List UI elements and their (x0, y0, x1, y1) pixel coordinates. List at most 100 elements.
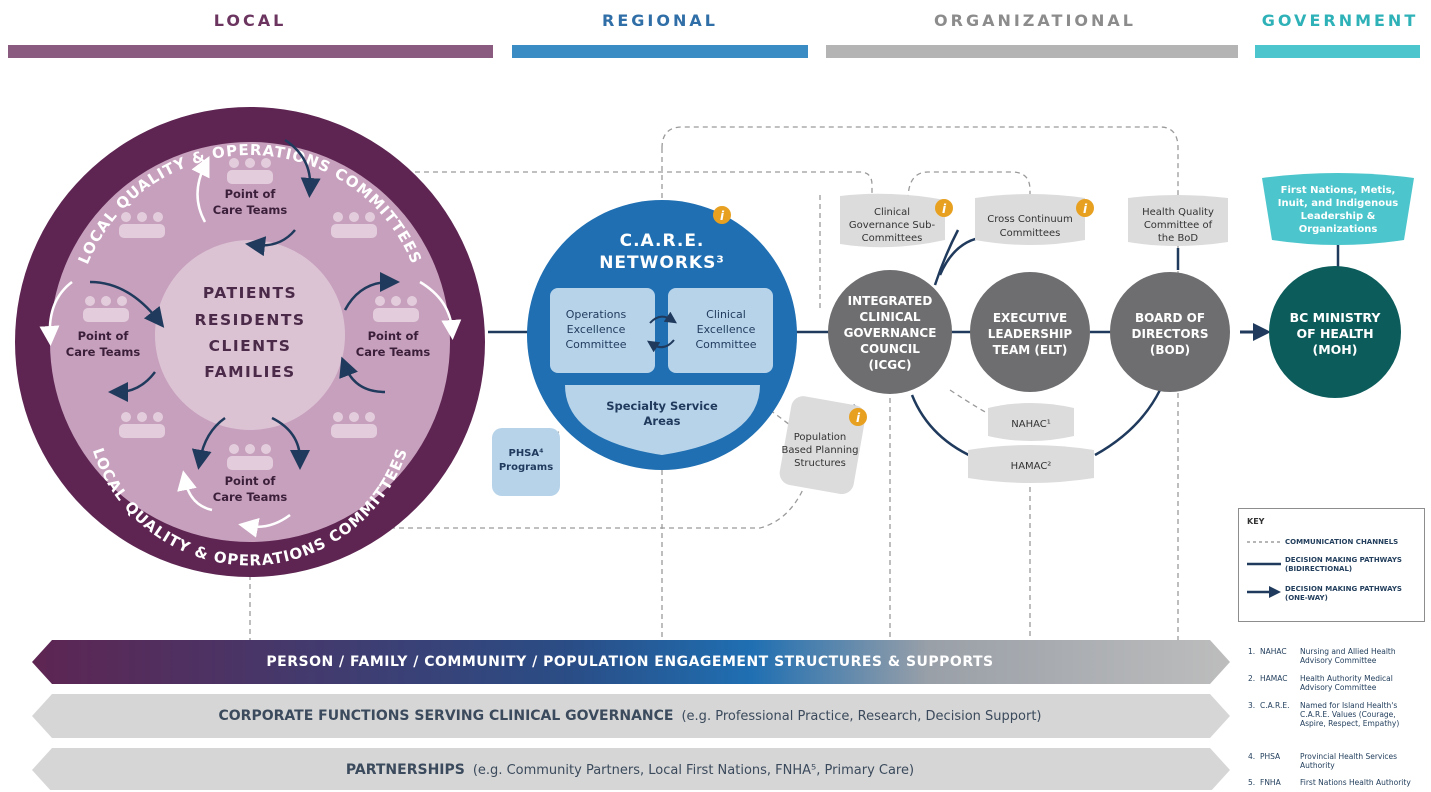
svg-text:Care Teams: Care Teams (213, 203, 288, 217)
key-oneway-2: (ONE-WAY) (1285, 594, 1328, 602)
fn-label-2: Inuit, and Indigenous (1278, 198, 1398, 209)
elt-label-2: LEADERSHIP (988, 327, 1073, 341)
header-government: GOVERNMENT (1261, 11, 1419, 30)
icgc-label-5: (ICGC) (869, 358, 912, 372)
bod-node (1110, 272, 1230, 392)
moh-node (1269, 266, 1401, 398)
population-label-2: Based Planning (782, 445, 859, 456)
team-icon-top-right (331, 212, 377, 238)
care-subtitle: NETWORKS³ (599, 253, 725, 273)
svg-text:Point of: Point of (225, 187, 277, 201)
phsa-programs-box (492, 428, 560, 496)
corporate-banner-shape (32, 694, 1230, 738)
bod-label-3: (BOD) (1150, 343, 1190, 357)
svg-text:Care Teams: Care Teams (66, 345, 141, 359)
team-icon-top (227, 158, 273, 184)
nahac-box (988, 403, 1074, 441)
population-info-icon[interactable]: i (849, 408, 867, 426)
key-bidirectional-1: DECISION MAKING PATHWAYS (1285, 556, 1402, 564)
cross-continuum-info-icon[interactable]: i (1076, 199, 1094, 217)
icgc-label-2: CLINICAL (859, 310, 921, 324)
nahac-label: NAHAC¹ (1011, 419, 1051, 430)
corporate-banner-title: CORPORATE FUNCTIONS SERVING CLINICAL GOV… (218, 708, 674, 724)
svg-text:Care Teams: Care Teams (356, 345, 431, 359)
corporate-banner-examples: (e.g. Professional Practice, Research, D… (681, 708, 1042, 724)
elt-label-3: TEAM (ELT) (993, 343, 1068, 357)
fn-label-1: First Nations, Metis, (1281, 185, 1396, 196)
care-title: C.A.R.E. (620, 231, 705, 251)
fn-label-4: Organizations (1299, 224, 1378, 235)
point-of-care-left: Point of Care Teams (39, 280, 165, 402)
moh-label-3: (MOH) (1313, 342, 1358, 357)
phsa-label-2: Programs (499, 462, 553, 473)
patients-label: PATIENTS RESIDENTS CLIENTS FAMILIES (194, 284, 305, 381)
ops-label-3: Committee (565, 338, 626, 351)
subcommittees-info-icon[interactable]: i (935, 199, 953, 217)
point-of-care-bottom: Point of Care Teams (177, 416, 310, 538)
svg-text:Care Teams: Care Teams (213, 490, 288, 504)
cycle-arrows-icon (647, 311, 677, 353)
key-title: KEY (1247, 517, 1265, 526)
engagement-banner-shape (32, 640, 1230, 684)
first-nations-box (1262, 173, 1414, 245)
icgc-label-4: COUNCIL (860, 342, 920, 356)
svg-text:Point of: Point of (78, 329, 130, 343)
specialty-label-1: Specialty Service (606, 399, 718, 413)
svg-text:FAMILIES: FAMILIES (204, 363, 295, 381)
team-icon-bottom-left (119, 412, 165, 438)
cross-continuum-box (975, 194, 1085, 245)
hqc-label-3: the BoD (1158, 233, 1199, 244)
bar-organizational (826, 45, 1238, 58)
svg-text:Point of: Point of (225, 474, 277, 488)
clinical-label-1: Clinical (706, 308, 746, 321)
point-of-care-right: Point of Care Teams (339, 272, 462, 394)
population-planning-box (779, 396, 866, 495)
phsa-label-1: PHSA⁴ (508, 448, 543, 459)
team-icon-top-left (119, 212, 165, 238)
patients-circle (155, 240, 345, 430)
subcommittees-label-2: Governance Sub- (849, 220, 936, 231)
engagement-banner: PERSON / FAMILY / COMMUNITY / POPULATION… (40, 640, 1220, 684)
moh-label-2: OF HEALTH (1296, 326, 1373, 341)
subcommittees-box (840, 193, 945, 248)
point-of-care-top: Point of Care Teams (191, 138, 321, 257)
team-icons (83, 158, 419, 470)
legend-key: KEY COMMUNICATION CHANNELS DECISION MAKI… (1238, 508, 1425, 622)
bod-label-2: DIRECTORS (1132, 327, 1209, 341)
specialty-label-2: Areas (644, 414, 681, 428)
svg-text:Point of: Point of (368, 329, 420, 343)
team-icon-bottom-right (331, 412, 377, 438)
team-icon-right (373, 296, 419, 322)
partnerships-banner-examples: (e.g. Community Partners, Local First Na… (472, 762, 915, 778)
key-bidirectional-2: (BIDIRECTIONAL) (1285, 565, 1353, 573)
svg-text:i: i (942, 202, 947, 216)
subcommittees-label-1: Clinical (874, 207, 910, 218)
svg-text:RESIDENTS: RESIDENTS (194, 311, 305, 329)
engagement-banner-label: PERSON / FAMILY / COMMUNITY / POPULATION… (266, 654, 994, 670)
header-local: LOCAL (213, 11, 287, 30)
corporate-banner: CORPORATE FUNCTIONS SERVING CLINICAL GOV… (40, 694, 1220, 738)
cross-label-2: Committees (1000, 228, 1061, 239)
team-icon-left (83, 296, 129, 322)
header-organizational: ORGANIZATIONAL (934, 11, 1136, 30)
header-regional: REGIONAL (602, 11, 718, 30)
svg-text:CLIENTS: CLIENTS (209, 337, 292, 355)
health-quality-box (1128, 195, 1228, 246)
ops-label-2: Excellence (567, 323, 626, 336)
svg-text:i: i (720, 209, 725, 223)
key-communication: COMMUNICATION CHANNELS (1285, 538, 1399, 546)
key-oneway-1: DECISION MAKING PATHWAYS (1285, 585, 1402, 593)
bar-regional (512, 45, 808, 58)
partnerships-banner: PARTNERSHIPS (e.g. Community Partners, L… (40, 748, 1220, 792)
hamac-label: HAMAC² (1011, 461, 1052, 472)
care-info-icon[interactable]: i (713, 206, 731, 224)
subcommittees-label-3: Committees (862, 233, 923, 244)
ops-excellence-box (550, 288, 655, 373)
bod-label-1: BOARD OF (1135, 311, 1205, 325)
hamac-box (968, 445, 1094, 483)
